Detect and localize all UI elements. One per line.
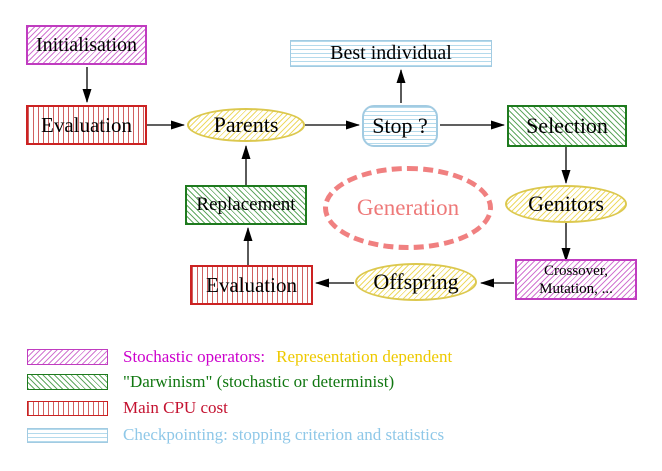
node-generation-loop: Generation [323, 166, 493, 250]
legend-label-checkpointing: Checkpointing: stopping criterion and st… [123, 425, 445, 444]
node-offspring: Offspring [355, 263, 477, 301]
node-genitors: Genitors [505, 185, 627, 223]
node-best-individual: Best individual [290, 40, 492, 67]
node-evaluation-bottom: Evaluation [190, 265, 313, 305]
legend-row-stochastic: Stochastic operators: Representation dep… [27, 347, 452, 367]
magenta-diagonal-hatch-swatch [27, 349, 108, 365]
legend-row-checkpointing: Checkpointing: stopping criterion and st… [27, 425, 444, 445]
legend-label-stochastic-operators: Stochastic operators: [123, 347, 266, 366]
node-replacement: Replacement [185, 185, 307, 225]
crossover-line1: Crossover, [544, 262, 608, 279]
node-stop: Stop ? [362, 105, 438, 147]
red-vertical-stripe-swatch [27, 400, 108, 416]
legend-label-darwinism: "Darwinism" (stochastic or determinist) [123, 372, 395, 391]
node-initialisation: Initialisation [26, 25, 147, 65]
green-diagonal-hatch-swatch [27, 374, 108, 390]
crossover-line2: Mutation, ... [539, 280, 613, 297]
node-selection: Selection [507, 105, 627, 147]
node-evaluation-top: Evaluation [26, 105, 147, 145]
node-parents: Parents [187, 108, 305, 142]
legend-label-representation-dependent: Representation dependent [276, 347, 453, 366]
legend-label-main-cpu-cost: Main CPU cost [123, 398, 228, 417]
legend-row-darwinism: "Darwinism" (stochastic or determinist) [27, 372, 394, 392]
blue-horizontal-stripe-swatch [27, 427, 108, 443]
legend-row-cpu-cost: Main CPU cost [27, 398, 228, 418]
node-crossover-mutation: Crossover, Mutation, ... [515, 259, 637, 300]
